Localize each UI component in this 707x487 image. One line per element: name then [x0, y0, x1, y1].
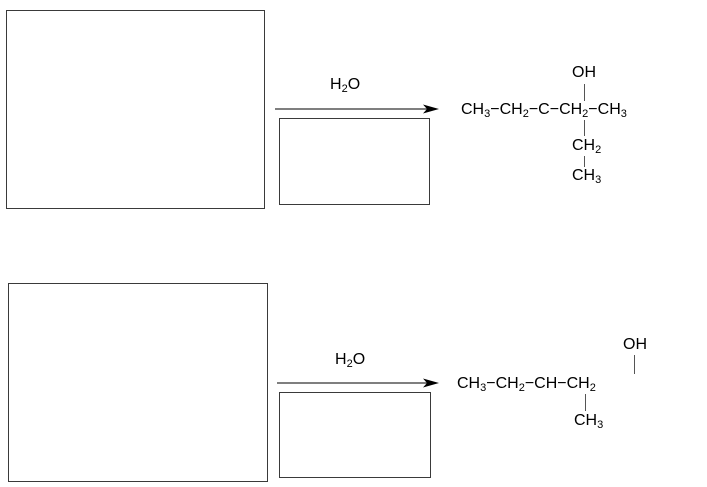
product-1-branch-ch2: CH2: [572, 137, 602, 156]
condition-box-2[interactable]: [279, 392, 431, 478]
product-2-hydroxyl: OH: [623, 336, 647, 353]
product-1-hydroxyl: OH: [572, 64, 596, 81]
condition-box-1[interactable]: [279, 118, 430, 205]
reactant-box-1[interactable]: [6, 10, 265, 209]
reactant-box-2[interactable]: [8, 283, 268, 482]
reaction-arrow-2: [277, 378, 439, 388]
product-1-main-chain: CH3−CH2−C−CH2−CH3: [461, 101, 627, 120]
product-2-main-chain: CH3−CH2−CH−CH2: [457, 375, 596, 394]
product-2-bond-branch: [585, 394, 586, 411]
product-1-branch-ch3: CH3: [572, 167, 602, 186]
reagent-label-2: H2O: [335, 351, 366, 370]
reagent-label-1: H2O: [330, 76, 361, 95]
product-2-branch-ch3: CH3: [574, 412, 604, 431]
product-1-bond-oh: [584, 84, 585, 101]
product-2-bond-oh: [634, 355, 635, 374]
product-1-bond-branch: [584, 120, 585, 136]
reaction-arrow-1: [275, 104, 439, 114]
product-1-bond-branch-2: [584, 156, 585, 167]
